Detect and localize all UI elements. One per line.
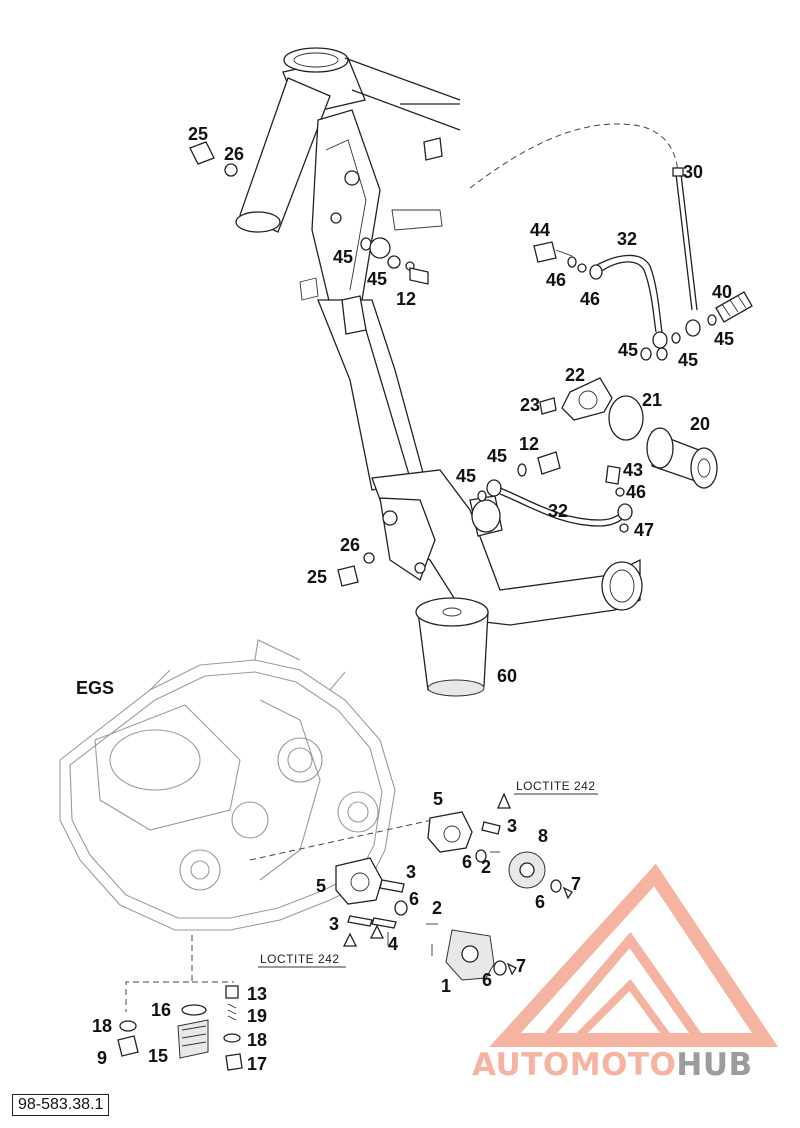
callout-45: 45	[678, 350, 698, 370]
section-label: EGS	[76, 678, 114, 698]
callout-45: 45	[456, 466, 476, 486]
callout-6: 6	[409, 889, 419, 909]
callout-46: 46	[626, 482, 646, 502]
drain-parts	[117, 985, 243, 1071]
alignment-line-2	[125, 935, 193, 1012]
upper-parts	[189, 141, 753, 697]
callout-15: 15	[148, 1046, 168, 1066]
note-loctite-top: LOCTITE 242	[516, 779, 596, 793]
callout-5: 5	[433, 789, 443, 809]
loctite-note-2: LOCTITE 242	[258, 952, 346, 968]
callout-17: 17	[247, 1054, 267, 1074]
callout-46: 46	[546, 270, 566, 290]
callout-44: 44	[530, 220, 550, 240]
callout-9: 9	[97, 1048, 107, 1068]
callout-16: 16	[151, 1000, 171, 1020]
callout-7: 7	[516, 956, 526, 976]
callout-6: 6	[535, 892, 545, 912]
callout-2: 2	[432, 898, 442, 918]
svg-text:AUTOMOTOHUB: AUTOMOTOHUB	[472, 1047, 753, 1083]
callout-43: 43	[623, 460, 643, 480]
callout-45: 45	[714, 329, 734, 349]
callout-46: 46	[580, 289, 600, 309]
callout-19: 19	[247, 1006, 267, 1026]
callout-6: 6	[462, 852, 472, 872]
note-loctite-bottom: LOCTITE 242	[260, 952, 340, 966]
oil-filter-element	[646, 427, 718, 489]
callout-18: 18	[92, 1016, 112, 1036]
callout-45: 45	[618, 340, 638, 360]
callout-60: 60	[497, 666, 517, 686]
callout-21: 21	[642, 390, 662, 410]
frame-drawing	[235, 47, 643, 626]
callout-25: 25	[188, 124, 208, 144]
callout-47: 47	[634, 520, 654, 540]
callout-23: 23	[520, 395, 540, 415]
callout-30: 30	[683, 162, 703, 182]
callout-3: 3	[329, 914, 339, 934]
gear-1	[445, 929, 495, 981]
callout-45: 45	[487, 446, 507, 466]
callout-2: 2	[481, 857, 491, 877]
callout-22: 22	[565, 365, 585, 385]
callout-26: 26	[340, 535, 360, 555]
callout-25: 25	[307, 567, 327, 587]
watermark-part-2: HUB	[676, 1047, 752, 1083]
callout-12: 12	[519, 434, 539, 454]
callout-45: 45	[367, 269, 387, 289]
gear-8	[508, 851, 546, 889]
callout-18: 18	[247, 1030, 267, 1050]
routing-line	[469, 123, 679, 189]
oil-pump-parts	[335, 792, 573, 981]
callout-7: 7	[571, 874, 581, 894]
leader-lines	[387, 932, 433, 956]
loctite-note-1: LOCTITE 242	[514, 779, 598, 795]
callout-1: 1	[441, 976, 451, 996]
callout-3: 3	[507, 816, 517, 836]
callout-26: 26	[224, 144, 244, 164]
callout-3: 3	[406, 862, 416, 882]
automotohub-logo: AUTOMOTOHUB	[472, 863, 779, 1083]
callout-32: 32	[617, 229, 637, 249]
callout-4: 4	[388, 934, 398, 954]
callout-20: 20	[690, 414, 710, 434]
callout-8: 8	[538, 826, 548, 846]
callout-32: 32	[548, 501, 568, 521]
callout-6: 6	[482, 970, 492, 990]
callout-45: 45	[333, 247, 353, 267]
callout-40: 40	[712, 282, 732, 302]
callout-12: 12	[396, 289, 416, 309]
spin-on-oil-filter	[415, 597, 489, 697]
callout-13: 13	[247, 984, 267, 1004]
document-number: 98-583.38.1	[12, 1094, 110, 1116]
alignment-line-1	[249, 819, 433, 861]
watermark-part-1: AUTOMOTO	[472, 1047, 676, 1083]
callout-5: 5	[316, 876, 326, 896]
